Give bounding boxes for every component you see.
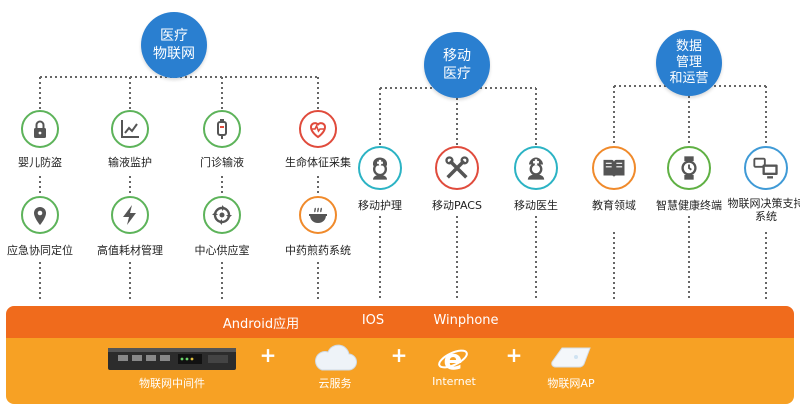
label-emergency-locate: 应急协同定位 bbox=[7, 244, 73, 257]
nurse-icon bbox=[358, 146, 402, 190]
hub-data-line1: 数据 bbox=[675, 39, 702, 54]
hub-mobile-line1: 移动 bbox=[443, 48, 471, 64]
platform-android: Android应用 bbox=[222, 317, 300, 332]
hub-iot-line2: 物联网 bbox=[153, 46, 195, 62]
line-chart-icon bbox=[111, 110, 149, 148]
cycle-arrows-icon bbox=[203, 196, 241, 234]
platform-winphone: Winphone bbox=[433, 313, 499, 328]
herb-pot-icon bbox=[299, 196, 337, 234]
label-mobile-doctor: 移动医生 bbox=[514, 199, 558, 212]
access-point-icon bbox=[551, 347, 591, 368]
label-smart-health-terminal: 智慧健康终端 bbox=[656, 199, 722, 212]
doctor-icon bbox=[514, 146, 558, 190]
label-consumable-management: 高值耗材管理 bbox=[97, 244, 163, 257]
label-infant-anti-theft: 婴儿防盗 bbox=[18, 156, 62, 169]
label-clinic-infusion: 门诊输液 bbox=[200, 156, 244, 169]
lock-icon bbox=[21, 110, 59, 148]
cloud-icon bbox=[315, 344, 357, 371]
plus-sign-1: + bbox=[259, 343, 277, 367]
internet-explorer-icon: e bbox=[438, 343, 468, 373]
platform-ios: IOS bbox=[361, 313, 385, 328]
label-education: 教育领域 bbox=[592, 199, 636, 212]
lightning-icon bbox=[111, 196, 149, 234]
label-iot-ap: 物联网AP bbox=[547, 377, 595, 390]
hub-iot-line1: 医疗 bbox=[160, 28, 188, 44]
monitor-icon bbox=[744, 146, 788, 190]
hub-data-line3: 和运营 bbox=[669, 71, 709, 86]
plus-sign-3: + bbox=[505, 343, 523, 367]
label-mobile-nursing: 移动护理 bbox=[358, 199, 402, 212]
plus-sign-2: + bbox=[390, 343, 408, 367]
smartwatch-icon bbox=[667, 146, 711, 190]
heart-pulse-icon bbox=[299, 110, 337, 148]
label-iot-decision-support: 物联网决策支持系统 bbox=[727, 197, 800, 223]
hub-data-management: 数据管理和运营 bbox=[656, 30, 722, 96]
label-vital-signs: 生命体征采集 bbox=[285, 156, 351, 169]
hub-medical-iot: 医疗物联网 bbox=[141, 12, 207, 78]
label-central-supply: 中心供应室 bbox=[194, 244, 250, 257]
label-internet: Internet bbox=[432, 375, 476, 388]
label-iot-middleware: 物联网中间件 bbox=[139, 377, 205, 390]
svg-text:e: e bbox=[444, 343, 463, 373]
hub-data-line2: 管理 bbox=[675, 55, 702, 70]
middleware-device-icon bbox=[108, 348, 236, 370]
book-icon bbox=[592, 146, 636, 190]
tools-icon bbox=[435, 146, 479, 190]
hub-mobile-line2: 医疗 bbox=[443, 66, 471, 82]
label-herb-decoction: 中药煎药系统 bbox=[285, 244, 351, 257]
label-infusion-monitor: 输液监护 bbox=[108, 156, 152, 169]
label-mobile-pacs: 移动PACS bbox=[432, 199, 482, 212]
platform-band bbox=[6, 306, 794, 338]
location-pin-icon bbox=[21, 196, 59, 234]
hub-mobile-medical: 移动医疗 bbox=[424, 32, 490, 98]
infusion-bottle-icon bbox=[203, 110, 241, 148]
label-cloud-service: 云服务 bbox=[318, 377, 352, 390]
